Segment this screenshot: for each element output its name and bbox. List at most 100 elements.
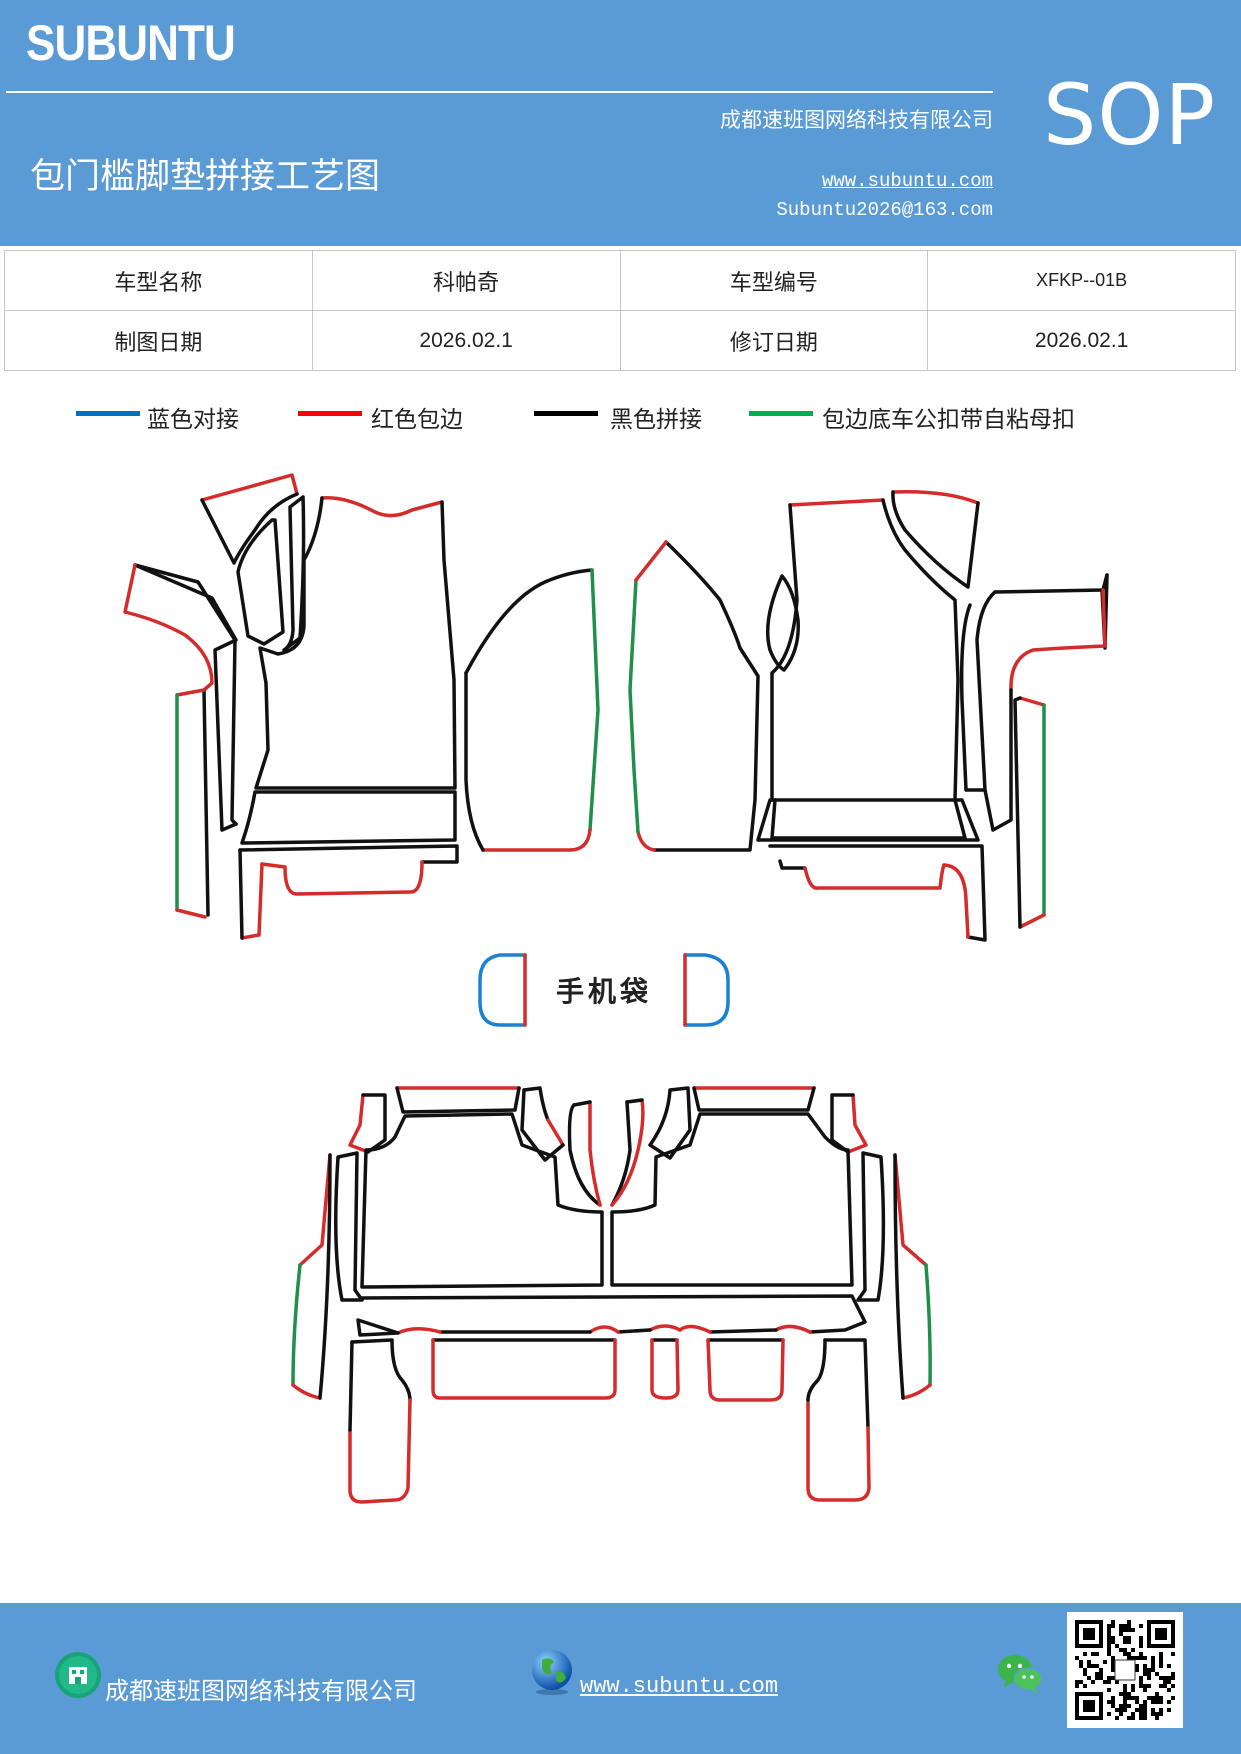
mat-outline-segment xyxy=(770,498,967,840)
model-info-table: 车型名称 科帕奇 车型编号 XFKP--01B 制图日期 2026.02.1 修… xyxy=(4,250,1236,371)
mat-outline-segment xyxy=(634,540,668,582)
mat-outline-segment xyxy=(1018,696,1046,707)
mat-outline-segment xyxy=(588,568,600,832)
mat-outline-segment xyxy=(522,1086,550,1122)
legend-label-green: 包边底车公扣带自粘母扣 xyxy=(822,407,1075,433)
mat-outline-segment xyxy=(625,1098,644,1104)
mat-outline-segment xyxy=(240,862,264,940)
mat-outline-segment xyxy=(396,1327,442,1335)
mat-outline-segment xyxy=(774,1324,812,1334)
mat-outline-segment xyxy=(706,1338,785,1402)
mat-outline-segment xyxy=(610,1112,854,1287)
mat-outline-segment xyxy=(588,1325,620,1334)
legend-swatch-black xyxy=(534,411,598,416)
mat-outline-segment xyxy=(464,568,594,675)
mat-outline-segment xyxy=(360,1112,604,1289)
mat-outline-segment xyxy=(200,473,299,502)
legend-swatch-red xyxy=(298,411,362,416)
footer-company-name: 成都速班图网络科技有限公司 xyxy=(105,1677,417,1705)
mat-outline-segment xyxy=(975,590,1013,832)
mat-outline-segment xyxy=(692,1086,816,1112)
mat-outline-segment xyxy=(360,1294,867,1334)
mat-outline-segment xyxy=(123,563,214,692)
mat-outline-segment xyxy=(901,1383,932,1400)
mat-outline-segment xyxy=(240,790,457,845)
mat-outline-segment xyxy=(610,1098,645,1207)
mat-outline-segment xyxy=(572,1100,592,1107)
page-title: 包门槛脚垫拼接工艺图 xyxy=(30,157,381,197)
mat-outline-segment xyxy=(236,518,285,646)
floor-mat-pattern-diagram: 手机袋 xyxy=(123,473,1109,1504)
mat-outline-segment xyxy=(830,1093,855,1154)
legend-label-black: 黑色拼接 xyxy=(610,407,702,433)
mat-outline-segment xyxy=(1018,913,1046,929)
globe-icon xyxy=(532,1650,572,1695)
mat-outline-segment xyxy=(356,1318,400,1337)
website-link[interactable]: www.subuntu.com xyxy=(821,170,993,192)
mat-outline-segment xyxy=(770,503,799,802)
mat-outline-segment xyxy=(942,863,970,939)
mat-outline-segment xyxy=(200,492,299,565)
footer-website-link[interactable]: www.subuntu.com xyxy=(580,1674,779,1699)
sop-badge: SOP xyxy=(1043,66,1217,164)
model-name-value: 科帕奇 xyxy=(311,250,621,311)
mat-outline-segment xyxy=(348,1093,370,1154)
mat-outline-segment xyxy=(260,860,424,896)
mat-outline-segment xyxy=(803,863,946,890)
company-building-icon xyxy=(55,1652,101,1698)
mat-outline-segment xyxy=(202,688,210,917)
mat-outline-segment xyxy=(628,578,640,834)
mat-outline-segment xyxy=(282,495,306,652)
mat-outline-segment xyxy=(478,953,527,1027)
mat-outline-segment xyxy=(650,1338,680,1400)
wechat-icon[interactable] xyxy=(996,1652,1044,1696)
front-left-mat-group xyxy=(123,473,600,940)
legend-label-red: 红色包边 xyxy=(371,407,463,433)
legend-swatch-green xyxy=(749,411,813,416)
email-address: Subuntu2026@163.com xyxy=(776,199,993,221)
mat-outline-segment xyxy=(616,1328,652,1334)
mat-outline-segment xyxy=(756,798,980,842)
draw-date-value: 2026.02.1 xyxy=(311,310,621,371)
table-row: 制图日期 2026.02.1 修订日期 2026.02.1 xyxy=(4,310,1236,371)
model-code-value: XFKP--01B xyxy=(927,250,1236,311)
model-code-label: 车型编号 xyxy=(619,250,929,311)
mat-outline-segment xyxy=(520,1088,565,1162)
legend-swatch-blue xyxy=(76,411,140,416)
mat-outline-segment xyxy=(846,1093,868,1154)
qr-code-icon[interactable] xyxy=(1067,1612,1183,1728)
mat-outline-segment xyxy=(648,1086,692,1160)
front-right-mat-group xyxy=(628,490,1109,942)
mat-outline-segment xyxy=(1013,696,1022,929)
mat-outline-segment xyxy=(481,828,592,852)
mat-outline-segment xyxy=(959,603,986,792)
mat-outline-segment xyxy=(652,540,760,852)
mat-outline-segment xyxy=(133,563,238,832)
mat-outline-segment xyxy=(891,490,980,505)
mat-outline-segment xyxy=(1009,588,1107,692)
mat-outline-segment xyxy=(298,1153,332,1267)
rear-mat-group xyxy=(291,1086,932,1504)
mat-outline-segment xyxy=(648,1324,682,1332)
mat-outline-segment xyxy=(610,1100,632,1207)
mat-outline-segment xyxy=(320,496,444,518)
mat-outline-segment xyxy=(856,1151,886,1302)
mat-outline-segment xyxy=(350,1338,412,1402)
mat-outline-segment xyxy=(334,1151,364,1302)
mat-outline-segment xyxy=(588,1100,602,1207)
mat-outline-segment xyxy=(766,574,800,672)
mat-outline-segment xyxy=(993,573,1109,594)
mat-outline-segment xyxy=(806,1338,827,1402)
mat-outline-segment xyxy=(891,490,980,589)
company-name: 成都速班图网络科技有限公司 xyxy=(720,108,993,132)
model-name-label: 车型名称 xyxy=(4,250,313,311)
mat-outline-segment xyxy=(395,1086,521,1114)
mat-outline-segment xyxy=(806,1398,871,1502)
mat-outline-segment xyxy=(788,498,885,507)
mat-outline-segment xyxy=(175,908,207,919)
brand-logo: SUBUNTU xyxy=(26,15,236,71)
mat-outline-segment xyxy=(361,1093,387,1154)
mat-outline-segment xyxy=(348,1340,354,1432)
legend-label-blue: 蓝色对接 xyxy=(147,407,239,433)
mat-outline-segment xyxy=(291,1263,302,1387)
